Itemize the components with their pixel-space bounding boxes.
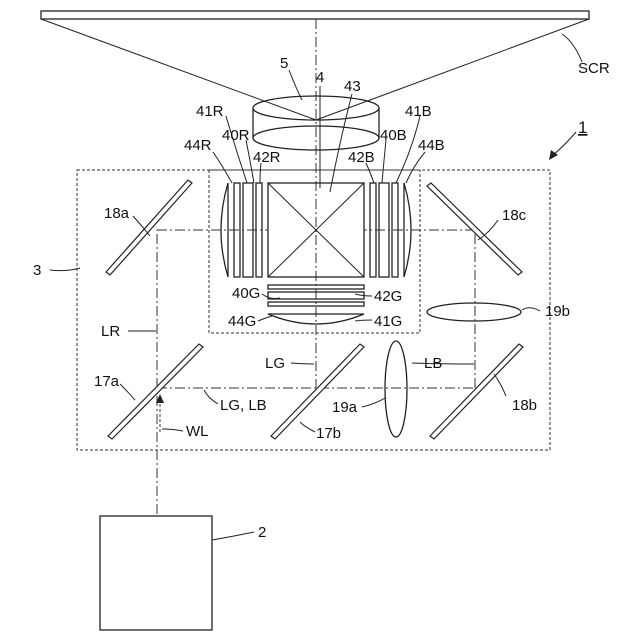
label-44r: 44R: [184, 137, 212, 154]
separation-optics-boundary: [77, 170, 550, 450]
label-42g: 42G: [374, 288, 402, 305]
label-40b: 40B: [380, 127, 407, 144]
label-separation-optics: 3: [33, 262, 41, 279]
device-arrow-line: [552, 132, 576, 156]
projection-ray-left: [41, 19, 316, 120]
label-lg-lb: LG, LB: [220, 397, 267, 414]
label-41r: 41R: [196, 103, 224, 120]
label-44g: 44G: [228, 313, 256, 330]
label-40g: 40G: [232, 285, 260, 302]
light-source: [100, 516, 212, 630]
label-18b: 18b: [512, 397, 537, 414]
label-device: 1: [578, 118, 587, 137]
label-17b: 17b: [316, 425, 341, 442]
label-18c: 18c: [502, 207, 527, 224]
label-lr: LR: [101, 323, 120, 340]
label-42r: 42R: [253, 149, 281, 166]
label-lg: LG: [265, 355, 285, 372]
label-combining-prism: 4: [316, 69, 324, 86]
label-projection-lens: 5: [280, 55, 288, 72]
label-wl: WL: [186, 423, 209, 440]
label-42b: 42B: [348, 149, 375, 166]
label-screen: SCR: [578, 60, 610, 77]
projection-ray-right: [316, 19, 589, 120]
label-41g: 41G: [374, 313, 402, 330]
label-19b: 19b: [545, 303, 570, 320]
label-17a: 17a: [94, 373, 120, 390]
label-44b: 44B: [418, 137, 445, 154]
label-prism-film: 43: [344, 78, 361, 95]
label-40r: 40R: [222, 127, 250, 144]
label-19a: 19a: [332, 399, 358, 416]
relay-lens-19b: [427, 303, 521, 321]
relay-lens-19a: [385, 341, 407, 437]
label-light-source: 2: [258, 524, 266, 541]
screen: [41, 11, 589, 19]
label-41b: 41B: [405, 103, 432, 120]
label-18a: 18a: [104, 205, 130, 222]
label-lb: LB: [424, 355, 442, 372]
mirror-18b: [430, 344, 523, 439]
mirror-18a: [106, 180, 192, 275]
